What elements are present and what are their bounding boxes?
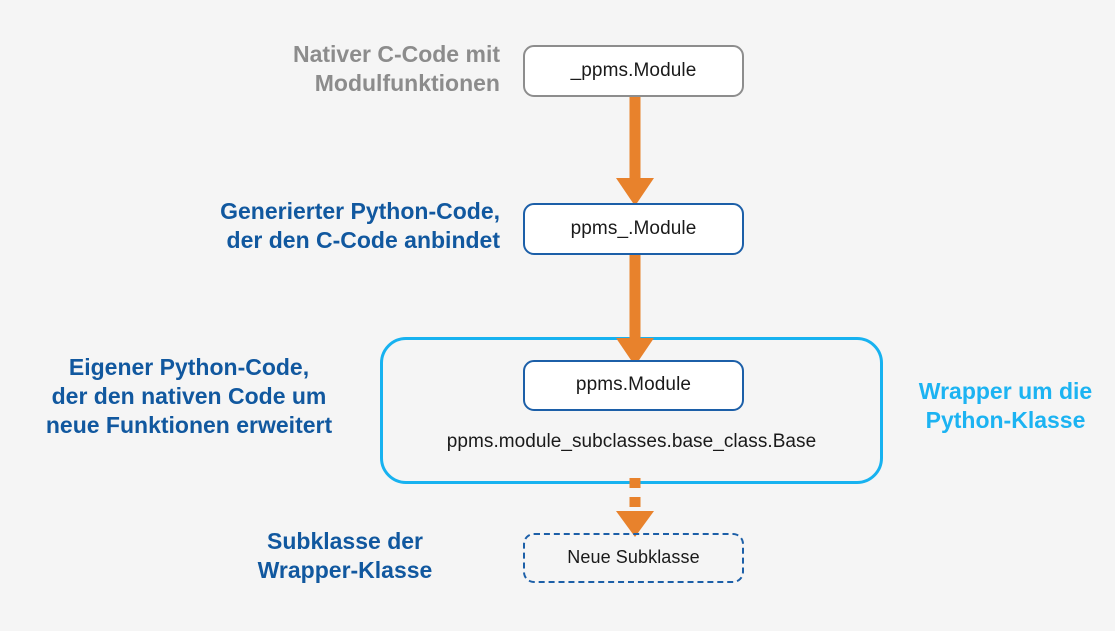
label-native-c-code-line2: Modulfunktionen (314, 70, 500, 97)
label-own-python-code-line2: der den nativen Code um (51, 383, 327, 410)
label-generated-python-code-line1: Generierter Python-Code, (220, 198, 500, 224)
label-subclass-of-wrapper-line1: Subklasse der (267, 528, 423, 554)
arrow-native-to-generated (616, 92, 654, 206)
label-wrapper-around-python-class: Wrapper um die Python-Klasse (903, 377, 1108, 435)
label-native-c-code: Nativer C-Code mit Modulfunktionen (53, 40, 500, 98)
label-wrapper-around-python-class-line2: Python-Klasse (925, 407, 1086, 434)
node-native-module-label: _ppms.Module (570, 59, 697, 81)
node-new-subclass-label: Neue Subklasse (567, 547, 700, 568)
label-subclass-of-wrapper: Subklasse der Wrapper-Klasse (190, 527, 500, 585)
node-wrapped-module-label: ppms.Module (575, 374, 692, 396)
label-own-python-code: Eigener Python-Code, der den nativen Cod… (15, 353, 363, 441)
label-native-c-code-line1: Nativer C-Code mit (292, 41, 500, 67)
label-generated-python-code-line2: der den C-Code anbindet (226, 227, 500, 254)
arrow-wrapper-to-subclass-dashed (616, 478, 654, 537)
label-wrapper-around-python-class-line1: Wrapper um die (918, 378, 1093, 404)
node-new-subclass[interactable]: Neue Subklasse (523, 533, 744, 583)
label-own-python-code-line1: Eigener Python-Code, (68, 354, 310, 380)
base-class-path: ppms.module_subclasses.base_class.Base (446, 431, 817, 452)
label-subclass-of-wrapper-line2: Wrapper-Klasse (257, 557, 433, 584)
node-native-module[interactable]: _ppms.Module (523, 45, 744, 97)
label-generated-python-code: Generierter Python-Code, der den C-Code … (53, 197, 500, 255)
node-wrapped-module[interactable]: ppms.Module (523, 360, 744, 411)
node-generated-module[interactable]: ppms_.Module (523, 203, 744, 255)
arrow-generated-to-wrapped (616, 250, 654, 366)
node-generated-module-label: ppms_.Module (570, 217, 697, 239)
label-own-python-code-line3: neue Funktionen erweitert (45, 412, 333, 439)
